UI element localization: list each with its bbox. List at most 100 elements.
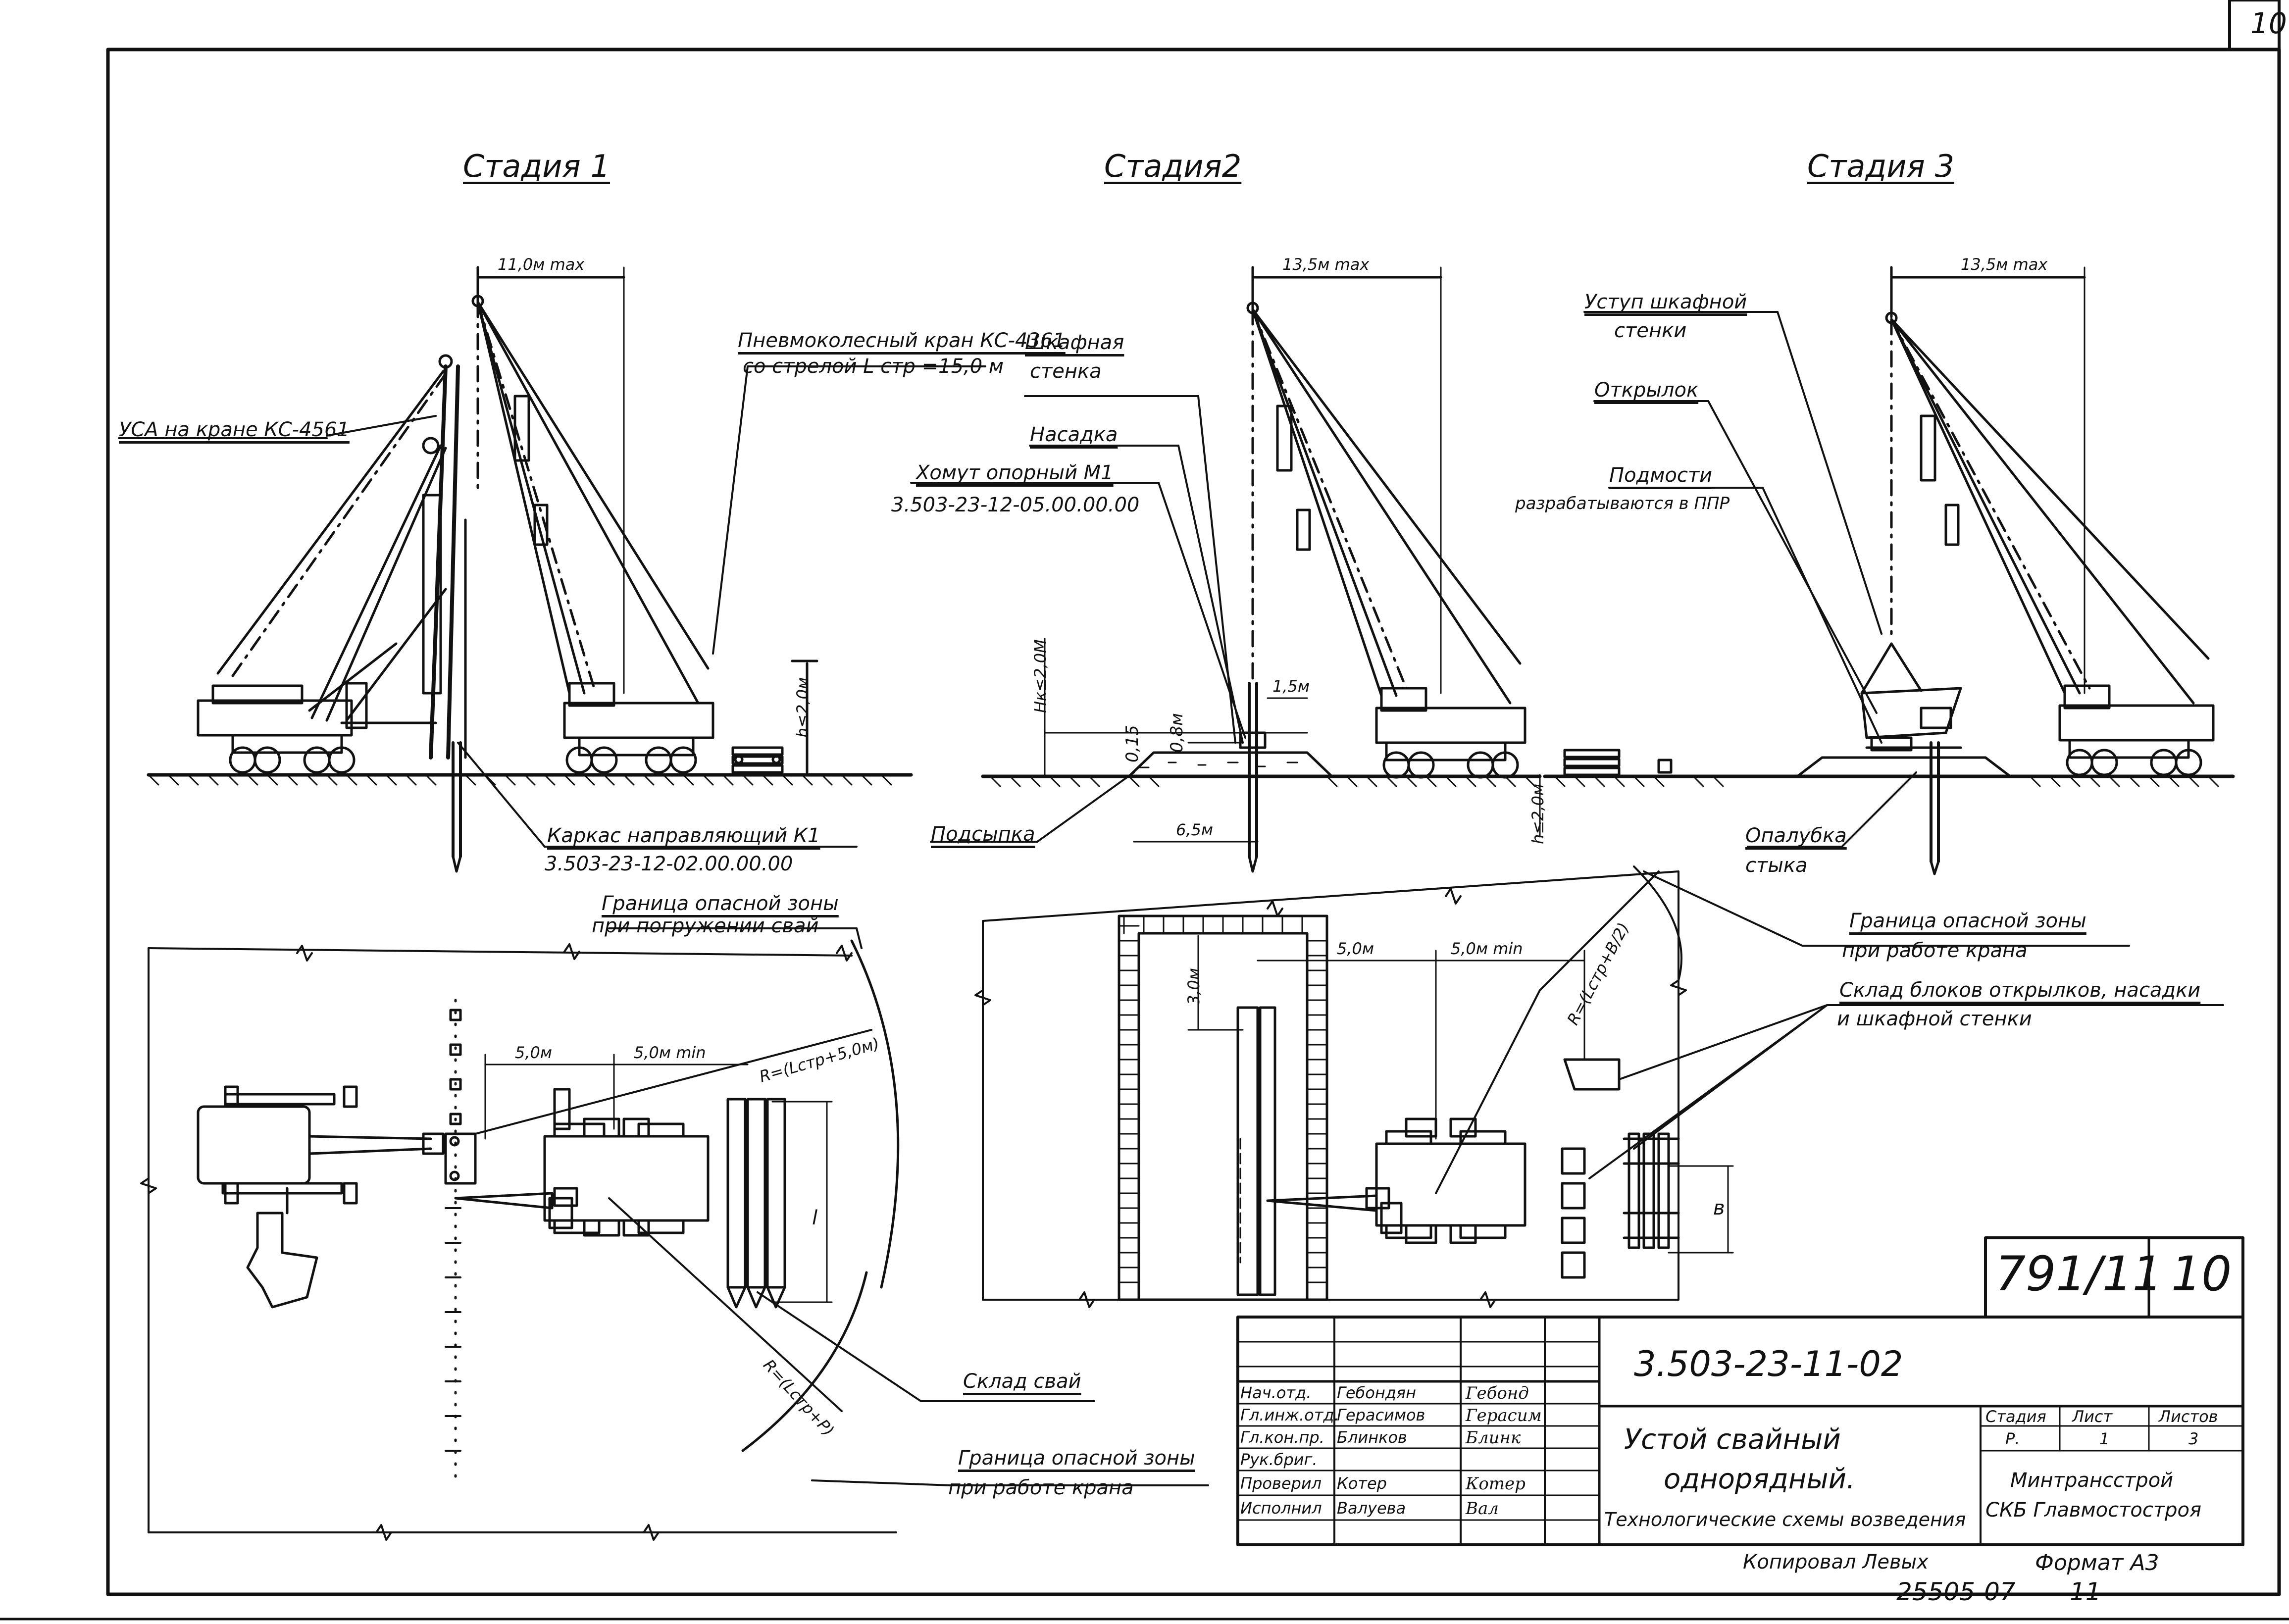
stage-1-title: Стадия 1: [463, 148, 610, 184]
org-line-1: Минтрансстрой: [2010, 1469, 2174, 1492]
stage3-ledge-label-2: стенки: [1614, 319, 1687, 342]
stage2-1-5-dim: 1,5м: [1272, 677, 1310, 696]
signature-2: Герасим: [1466, 1406, 1542, 1425]
plan1-l-dim: l: [812, 1207, 818, 1229]
sheets-header: Листов: [2159, 1407, 2218, 1426]
plan2-5m-min-dim: 5,0м min: [1451, 939, 1523, 958]
plan2-crane-track: [1118, 914, 1328, 1301]
name-1: Гебондян: [1337, 1383, 1417, 1402]
plan2-crane: [1266, 1117, 1526, 1244]
plan2-b-dim: в: [1713, 1197, 1725, 1219]
document-title-2: однорядный.: [1664, 1463, 1855, 1495]
stage2-clamp-label: Хомут опорный М1: [916, 461, 1114, 484]
stage-2-title: Стадия2: [1104, 148, 1242, 184]
stage2-clamp-code: 3.503-23-12-05.00.00.00: [891, 494, 1140, 516]
stage3-wing-label: Открылок: [1594, 379, 1699, 402]
stamp-sheet: 10: [2171, 1246, 2232, 1302]
role-5: Проверил: [1240, 1474, 1322, 1493]
plan1-pile-store: [726, 1098, 786, 1309]
plan1-pile-store-label: Склад свай: [963, 1370, 1081, 1393]
plan1-pile-row: [444, 999, 477, 1487]
stage3-reach-dim: 13,5м max: [1961, 255, 2048, 274]
signature-6: Вал: [1466, 1499, 1499, 1519]
role-4: Рук.бриг.: [1240, 1450, 1318, 1469]
copied-by: Копировал Левых: [1743, 1551, 1929, 1573]
name-2: Герасимов: [1337, 1406, 1425, 1424]
format-label: Формат А3: [2035, 1550, 2159, 1575]
plan2-5m-dim: 5,0м: [1337, 939, 1374, 958]
sheet-number: 10: [2250, 6, 2287, 40]
sheet-number-box: [2228, 0, 2281, 51]
stage2-0-8-dim: 0,8м: [1167, 713, 1187, 753]
plan1-danger-pile-label: Граница опасной зоны: [602, 892, 839, 915]
stage3-scaffold-note: разрабатываются в ППР: [1515, 494, 1730, 513]
stack-stage2: [1563, 749, 1673, 776]
stage-3-title: Стадия 3: [1807, 148, 1955, 184]
stage2-reach-dim: 13,5м max: [1282, 255, 1370, 274]
stage2-h2-dim: h≤2,0м: [1528, 783, 1547, 844]
plan1-5m-min-dim: 5,0м min: [634, 1043, 706, 1062]
document-title-1: Устой свайный: [1624, 1423, 1841, 1456]
plan1-5m-dim: 5,0м: [515, 1043, 553, 1062]
stage2-fill-label: Подсыпка: [931, 823, 1035, 846]
stage2-hk-dim: Hк≤2,0М: [1031, 639, 1050, 713]
stage2-0-15-dim: 0,15: [1122, 725, 1142, 762]
document-subtitle: Технологические схемы возведения: [1604, 1509, 1966, 1530]
document-code: 3.503-23-11-02: [1634, 1344, 1903, 1384]
stage3-scaffold-label: Подмости: [1609, 464, 1713, 487]
role-6: Исполнил: [1240, 1499, 1322, 1518]
stage2-cap-label: Насадка: [1030, 423, 1118, 446]
stage3-formwork-label: Опалубка: [1745, 824, 1847, 847]
stage-value: Р.: [2005, 1429, 2020, 1448]
signature-5: Котер: [1466, 1474, 1526, 1494]
name-3: Блинков: [1337, 1428, 1407, 1447]
plan2-wall: [1236, 1006, 1276, 1296]
plan1-pile-driver: [197, 1085, 445, 1309]
name-6: Валуева: [1337, 1499, 1406, 1518]
stage3-formwork-label-2: стыка: [1745, 854, 1808, 877]
stage1-usa-label: УСА на кране КС-4561: [119, 418, 350, 441]
archive-number-2: 11: [2070, 1577, 2101, 1606]
archive-number: 25505-07: [1896, 1577, 2016, 1606]
stage1-crane-boom-label: со стрелой L стр =15,0 м: [743, 355, 1004, 378]
stack-stage1: [731, 746, 784, 774]
sheet-header: Лист: [2072, 1407, 2113, 1426]
plan2-block-store-label-2: и шкафной стенки: [1837, 1008, 2032, 1030]
crane-stage2: [1246, 302, 1526, 779]
plan1-boundary: [140, 939, 900, 1541]
plan1-danger-crane-label: Граница опасной зоны: [958, 1447, 1195, 1470]
pile-stage1: [452, 741, 462, 873]
stage1-reach-dim: 11,0м max: [498, 255, 585, 274]
pile-stage3: [1930, 741, 1940, 875]
ground-line-stage2: [981, 751, 1542, 787]
stage1-frame-label: Каркас направляющий К1: [547, 824, 820, 847]
plan2-danger-crane-label: Граница опасной зоны: [1849, 910, 2086, 932]
stage2-wall-label: Шкафная: [1025, 331, 1124, 354]
ground-line-stage1: [147, 773, 913, 786]
stamp-number: 791/11: [1995, 1246, 2163, 1302]
crane-stage1: [471, 295, 714, 774]
org-line-2: СКБ Главмостостроя: [1985, 1499, 2202, 1522]
sheets-value: 3: [2188, 1429, 2199, 1448]
name-5: Котер: [1337, 1474, 1387, 1493]
plan2-block-store: [1561, 1058, 1680, 1279]
plan2-3m-dim: 3,0м: [1184, 967, 1203, 1005]
wing-block-stage3: [1860, 642, 1962, 752]
sheet-value: 1: [2099, 1429, 2110, 1448]
plan1-crane: [454, 1088, 710, 1237]
role-2: Гл.инж.отд.: [1240, 1406, 1339, 1424]
role-1: Нач.отд.: [1240, 1383, 1312, 1402]
stage2-6-5-dim: 6,5м: [1176, 820, 1214, 839]
drawing-frame: [106, 48, 2281, 1596]
crane-stage3: [1885, 311, 2215, 776]
stage1-h-dim: h≤2,0м: [793, 677, 812, 738]
stage2-wall-label-2: стенка: [1030, 360, 1102, 383]
signature-3: Блинк: [1466, 1428, 1521, 1448]
stage1-crane-label: Пневмоколесный кран КС-4361: [738, 329, 1066, 352]
plan1-danger-crane-label-2: при работе крана: [948, 1476, 1134, 1499]
plan2-block-store-label: Склад блоков открылков, насадки: [1839, 979, 2201, 1002]
ground-line-stage3: [1543, 756, 2235, 787]
role-3: Гл.кон.пр.: [1240, 1428, 1324, 1447]
stage-header: Стадия: [1985, 1407, 2046, 1426]
